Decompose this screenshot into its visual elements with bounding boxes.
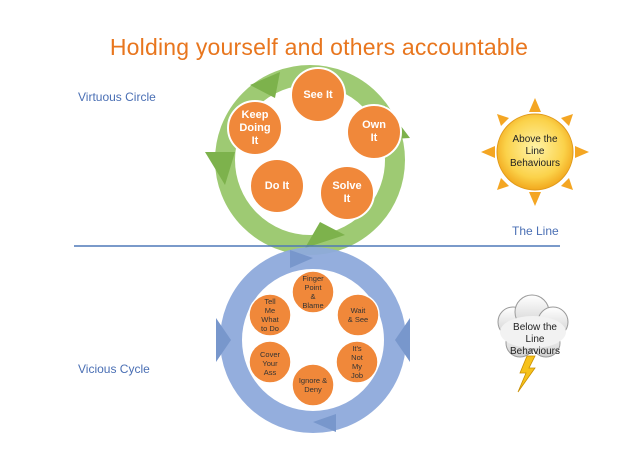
below-line-label: Below the Line Behaviours bbox=[509, 322, 561, 357]
the-line-label: The Line bbox=[512, 224, 559, 238]
node-solve-it bbox=[319, 165, 375, 221]
node-label: Do It bbox=[264, 179, 290, 192]
node-label: Own It bbox=[362, 119, 386, 144]
node-finger-point bbox=[291, 270, 335, 314]
node-ignore-deny bbox=[291, 363, 335, 407]
node-see-it bbox=[290, 67, 346, 123]
node-own-it bbox=[346, 104, 402, 160]
vicious-cycle-arrows bbox=[216, 247, 410, 433]
node-label: Solve It bbox=[332, 180, 362, 205]
node-label: See It bbox=[303, 88, 333, 101]
node-label: Cover Your Ass bbox=[259, 349, 280, 377]
node-label: It's Not My Job bbox=[350, 344, 364, 380]
above-line-label: Above the Line Behaviours bbox=[509, 134, 561, 169]
cloud-icon bbox=[497, 294, 569, 358]
virtuous-nodes bbox=[227, 67, 402, 221]
node-label: Finger Point & Blame bbox=[302, 274, 324, 310]
node-keep-doing-it bbox=[227, 100, 283, 156]
arrowhead-icon bbox=[313, 414, 336, 432]
arrowhead-icon bbox=[290, 250, 313, 268]
page-title: Holding yourself and others accountable bbox=[109, 34, 529, 60]
arrowhead-icon bbox=[395, 318, 410, 362]
node-not-my-job bbox=[335, 340, 379, 384]
vicious-nodes bbox=[248, 270, 380, 407]
arrowhead-icon bbox=[305, 222, 345, 248]
node-label: Keep Doing It bbox=[239, 108, 271, 147]
arrowhead-icon bbox=[250, 72, 280, 98]
virtuous-circle-label: Virtuous Circle bbox=[78, 90, 156, 104]
arrowhead-icon bbox=[216, 318, 231, 362]
node-do-it bbox=[249, 158, 305, 214]
node-cover-your-ass bbox=[248, 340, 292, 384]
node-tell-me-what bbox=[248, 293, 292, 337]
vicious-cycle-label: Vicious Cycle bbox=[78, 362, 150, 376]
node-label: Tell Me What to Do bbox=[261, 297, 279, 333]
sun-icon bbox=[481, 98, 589, 206]
node-label: Wait & See bbox=[347, 306, 369, 324]
node-label: Ignore & Deny bbox=[298, 376, 328, 394]
node-wait-and-see bbox=[336, 293, 380, 337]
lightning-bolt-icon bbox=[517, 355, 536, 393]
arrowhead-icon bbox=[205, 152, 235, 185]
